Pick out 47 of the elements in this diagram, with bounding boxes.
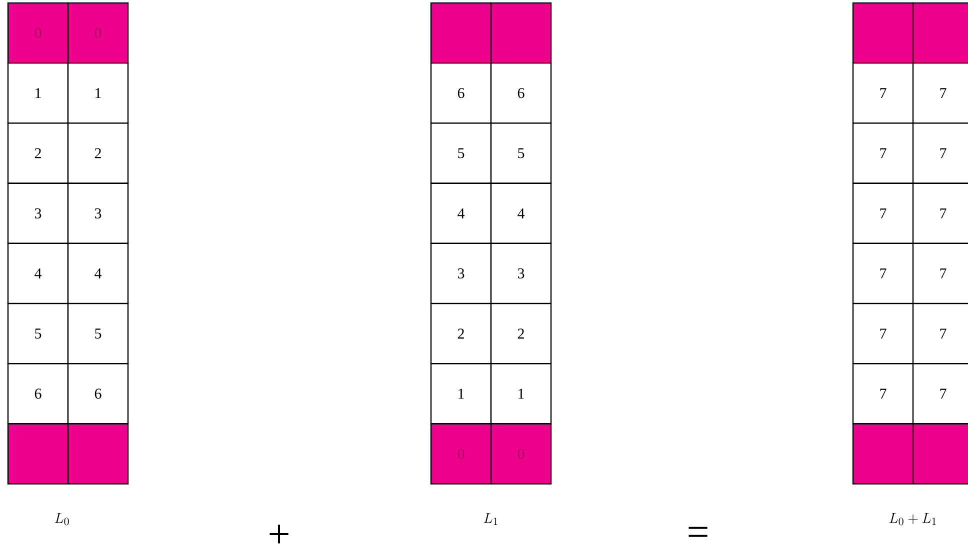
table-cell: 4 — [7, 242, 69, 304]
node-label: 7 — [940, 148, 946, 158]
operator-sign: + — [270, 524, 288, 544]
table-cell: 4 — [67, 242, 129, 304]
table-cell: 7 — [852, 182, 914, 244]
table-cell: 0 — [430, 423, 492, 484]
table-cell: 1 — [430, 363, 492, 424]
table-cell: 7 — [852, 122, 914, 184]
table-cell: 6 — [490, 62, 552, 124]
table-cell: 2 — [67, 122, 129, 184]
table-cell: 3 — [430, 242, 492, 304]
node-label: 7 — [940, 208, 946, 218]
table-cell: 5 — [7, 302, 69, 364]
table-cell: 0 — [7, 2, 69, 64]
table-cell: 3 — [67, 182, 129, 244]
table-cell: 0 — [490, 423, 552, 484]
table-cell: 7 — [852, 242, 914, 304]
table-cell: 4 — [490, 182, 552, 244]
table-cell: 6 — [67, 363, 129, 424]
table-cell: 2 — [7, 122, 69, 184]
operator-sign: = — [688, 526, 708, 537]
table-cell: 6 — [430, 62, 492, 124]
table-caption: $L_1$ — [484, 513, 498, 525]
table-cell: 7 — [852, 302, 914, 364]
table-cell: 2 — [490, 302, 552, 364]
table-cell: 7 — [852, 62, 914, 124]
table-cell: 5 — [430, 122, 492, 184]
table-cell: 1 — [490, 363, 552, 424]
table-caption: $L_0 + L_1$ — [889, 513, 936, 526]
table-cell: 3 — [7, 182, 69, 244]
table-cell: 5 — [67, 302, 129, 364]
table-cell: 7 — [912, 182, 968, 244]
table-cell: 7 — [912, 122, 968, 184]
table-cell: 3 — [490, 242, 552, 304]
table-cell: 7 — [912, 302, 968, 364]
table-cell: 7 — [852, 363, 914, 424]
table-cell: 7 — [912, 62, 968, 124]
table-cell: 0 — [67, 2, 129, 64]
table-caption: $L_0$ — [54, 513, 69, 526]
table-cell: 1 — [67, 62, 129, 124]
table-cell: 2 — [430, 302, 492, 364]
table-cell: 4 — [430, 182, 492, 244]
table-cell: 7 — [912, 363, 968, 424]
table-cell: 7 — [912, 242, 968, 304]
table-cell: 6 — [7, 363, 69, 424]
table-cell: 5 — [490, 122, 552, 184]
table-cell: 1 — [7, 62, 69, 124]
